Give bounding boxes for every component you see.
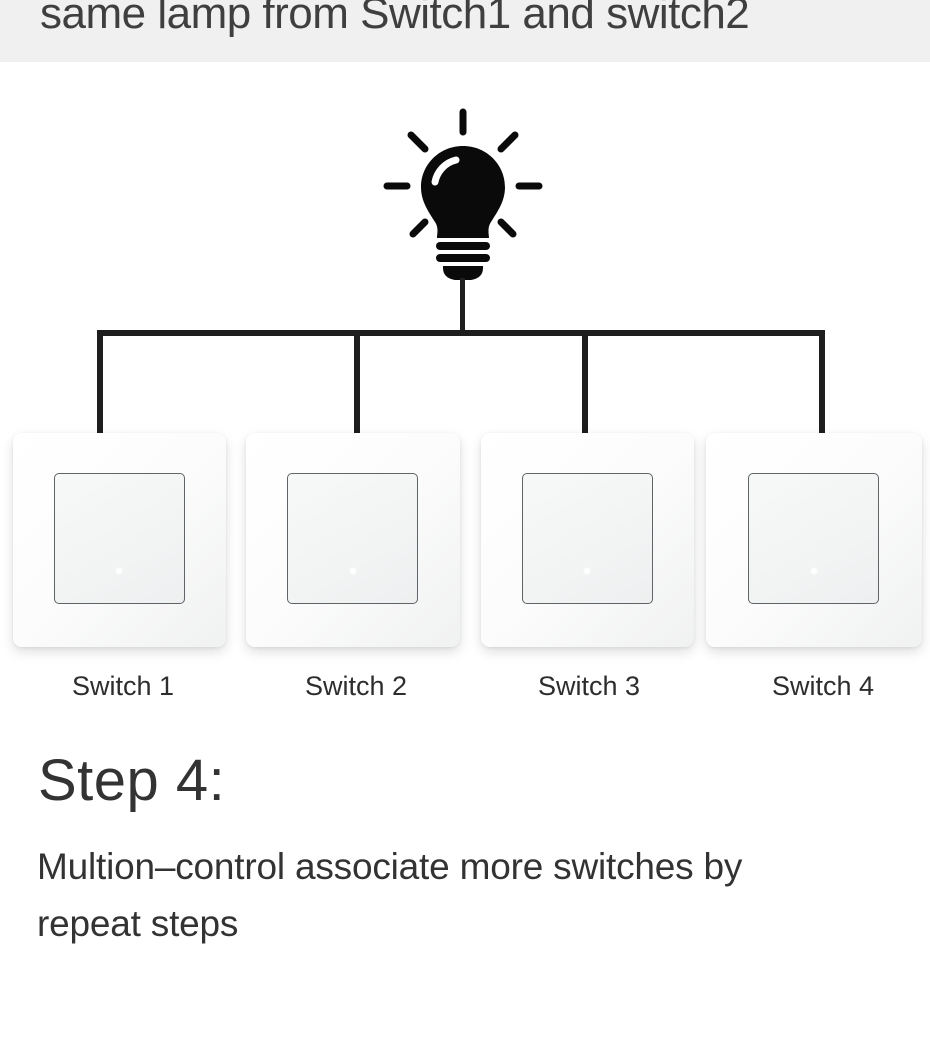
switch-label-3: Switch 3: [537, 671, 641, 701]
switch-label-4: Switch 4: [771, 671, 875, 701]
light-bulb-icon: [383, 108, 543, 280]
switch-button: [748, 473, 879, 604]
wire-drop-switch-1: [97, 330, 103, 434]
led-indicator-dot: [584, 568, 590, 574]
header-strip: same lamp from Switch1 and switch2: [0, 0, 930, 62]
step-description-line-1: Multion–control associate more switches …: [37, 846, 743, 887]
wire-drop-switch-3: [582, 330, 588, 434]
wire-bulb-stub: [460, 278, 465, 334]
switch-panel-2: [246, 433, 460, 647]
led-indicator-dot: [349, 568, 356, 574]
switch-label-2: Switch 2: [304, 671, 408, 701]
step-description: Multion–control associate more switches …: [37, 838, 857, 952]
step-description-line-2: repeat steps: [37, 903, 239, 944]
switch-button: [521, 473, 653, 604]
switch-button: [287, 473, 418, 604]
switch-panel-3: [481, 433, 694, 647]
step-title: Step 4:: [38, 748, 226, 813]
header-text: same lamp from Switch1 and switch2: [40, 0, 750, 38]
switch-button: [53, 473, 185, 604]
switch-panel-1: [13, 433, 226, 647]
wire-horizontal-bus: [97, 330, 825, 336]
switch-label-1: Switch 1: [71, 671, 175, 701]
led-indicator-dot: [810, 568, 817, 574]
switch-panel-4: [706, 433, 922, 647]
led-indicator-dot: [116, 568, 122, 574]
wire-drop-switch-2: [354, 330, 360, 434]
wire-drop-switch-4: [819, 330, 825, 434]
